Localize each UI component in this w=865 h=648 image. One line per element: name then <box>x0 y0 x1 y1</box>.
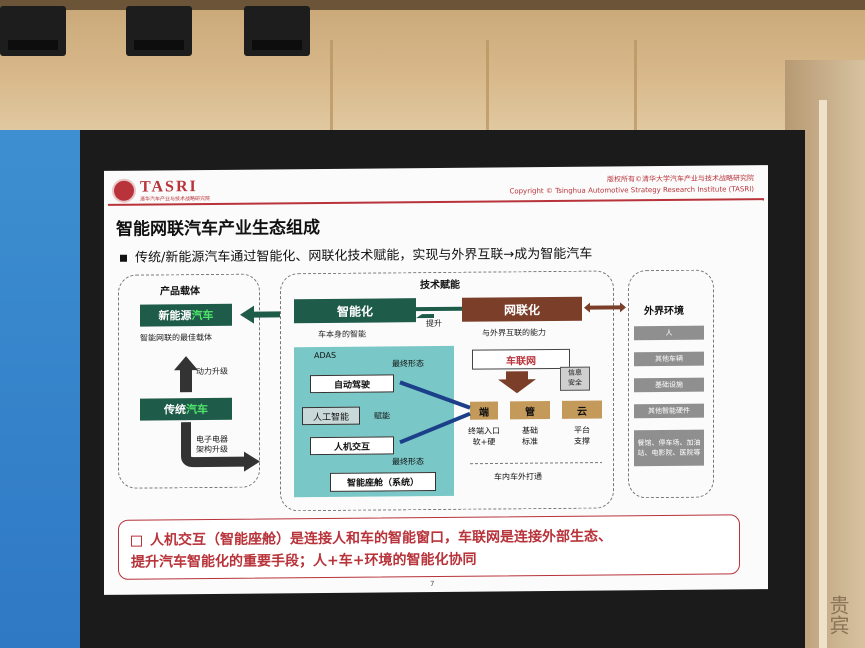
ee-upgrade-arrow-icon <box>244 451 260 472</box>
page-number: 7 <box>430 580 435 589</box>
ee-upgrade-arrow-line <box>181 422 244 468</box>
ceiling-speaker-1 <box>0 6 66 56</box>
double-arrow-icon <box>584 302 626 313</box>
link-intel-conn <box>416 306 462 312</box>
wall-sign: 贵宾 <box>826 595 850 635</box>
ceiling-panel-line <box>330 40 333 140</box>
wall-light-strip <box>819 100 827 648</box>
checkbox-icon <box>131 535 142 547</box>
connect-bracket <box>470 462 602 465</box>
ceiling-panel-line <box>634 40 637 140</box>
ceiling-rail <box>0 0 865 10</box>
ceiling-panel-line <box>486 40 489 140</box>
conclusion-box: 人机交互（智能座舱）是连接人和车的智能窗口，车联网是连接外部生态、 提升汽车智能… <box>118 514 740 580</box>
conclusion-line-1: 人机交互（智能座舱）是连接人和车的智能窗口，车联网是连接外部生态、 <box>131 525 612 549</box>
end-to-hmi-arrow <box>399 411 471 445</box>
conclusion-line-2: 提升汽车智能化的重要手段；人+车+环境的智能化协同 <box>131 551 477 571</box>
conclusion-text-1: 人机交互（智能座舱）是连接人和车的智能窗口，车联网是连接外部生态、 <box>150 528 612 549</box>
ceiling-speaker-2 <box>126 6 192 56</box>
iov-down-arrow-icon <box>498 371 536 394</box>
power-upgrade-arrow-icon <box>174 356 198 393</box>
diagram-arrows <box>174 302 626 472</box>
slide: TASRI 清华汽车产业与技术战略研究院 版权所有©清华大学汽车产业与技术战略研… <box>104 165 768 595</box>
end-to-auto-driving-arrow <box>399 380 471 410</box>
arrow-to-nev-icon <box>240 305 280 324</box>
ceiling-speaker-3 <box>244 6 310 56</box>
boost-arrow-icon <box>416 314 434 319</box>
